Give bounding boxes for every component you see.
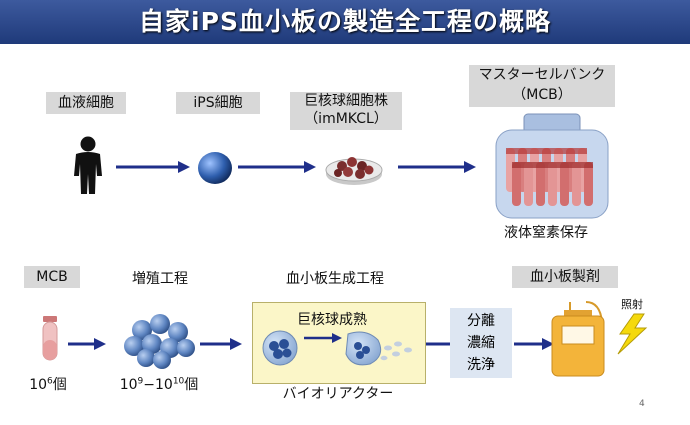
maturation-illustration: [262, 330, 412, 366]
label-mcb: MCB: [24, 266, 80, 288]
count2-unit: 個: [184, 377, 199, 393]
arrow-icon: [238, 161, 316, 173]
label-liquid-nitrogen: 液体窒素保存: [504, 225, 588, 241]
tube-icon: [42, 316, 58, 361]
count1-exp: 6: [47, 376, 53, 387]
cryo-tank-icon: [495, 113, 609, 219]
platelet-bag-icon: [551, 301, 605, 377]
petri-dish-icon: [325, 157, 383, 185]
count2-exp2: 10: [172, 376, 185, 387]
count2-dash: −: [143, 377, 155, 393]
label-mcb-line2: （MCB）: [512, 87, 572, 103]
person-icon: [74, 136, 102, 194]
arrow-icon: [200, 338, 242, 350]
label-ips-cell: iPS細胞: [176, 92, 260, 114]
arrow-icon: [514, 338, 554, 350]
page-number: 4: [639, 399, 645, 409]
label-megakaryocyte: 巨核球細胞株 （imMKCL）: [290, 92, 402, 130]
cell-cluster-icon: [124, 314, 195, 369]
count1-unit: 個: [52, 377, 67, 393]
label-concentration: 濃縮: [467, 335, 495, 351]
label-platelet-generation: 血小板生成工程: [286, 271, 384, 287]
ips-cell-icon: [198, 152, 232, 184]
lightning-icon: [617, 313, 648, 355]
label-master-cell-bank: マスターセルバンク （MCB）: [469, 65, 615, 107]
label-megakaryocyte-line1: 巨核球細胞株: [304, 93, 388, 109]
title-bar: [0, 0, 690, 44]
label-mcb-line1: マスターセルバンク: [478, 67, 606, 83]
arrow-icon: [116, 161, 190, 173]
label-washing: 洗浄: [467, 357, 495, 373]
cell-count-mcb: 106個: [20, 374, 76, 394]
label-separation: 分離: [467, 313, 495, 329]
arrow-icon: [398, 161, 476, 173]
cell-count-expansion: 109−1010個: [104, 374, 214, 394]
label-expansion: 増殖工程: [132, 271, 188, 287]
label-megakaryocyte-line2: （imMKCL）: [304, 111, 388, 127]
label-platelet-product: 血小板製剤: [512, 266, 618, 288]
slide-title: 自家iPS血小板の製造全工程の概略: [139, 7, 551, 36]
label-blood-cell: 血液細胞: [46, 92, 126, 114]
label-irradiation: 照射: [621, 298, 643, 311]
label-bioreactor: バイオリアクター: [282, 386, 394, 402]
count2-base2: 10: [155, 377, 173, 393]
count1-base: 10: [29, 377, 48, 393]
connector-line: [426, 342, 452, 346]
count2-base1: 10: [119, 377, 138, 393]
count2-exp1: 9: [137, 376, 144, 387]
wash-box: 分離 濃縮 洗浄: [450, 308, 512, 378]
arrow-icon: [68, 338, 106, 350]
label-maturation: 巨核球成熟: [297, 312, 367, 328]
